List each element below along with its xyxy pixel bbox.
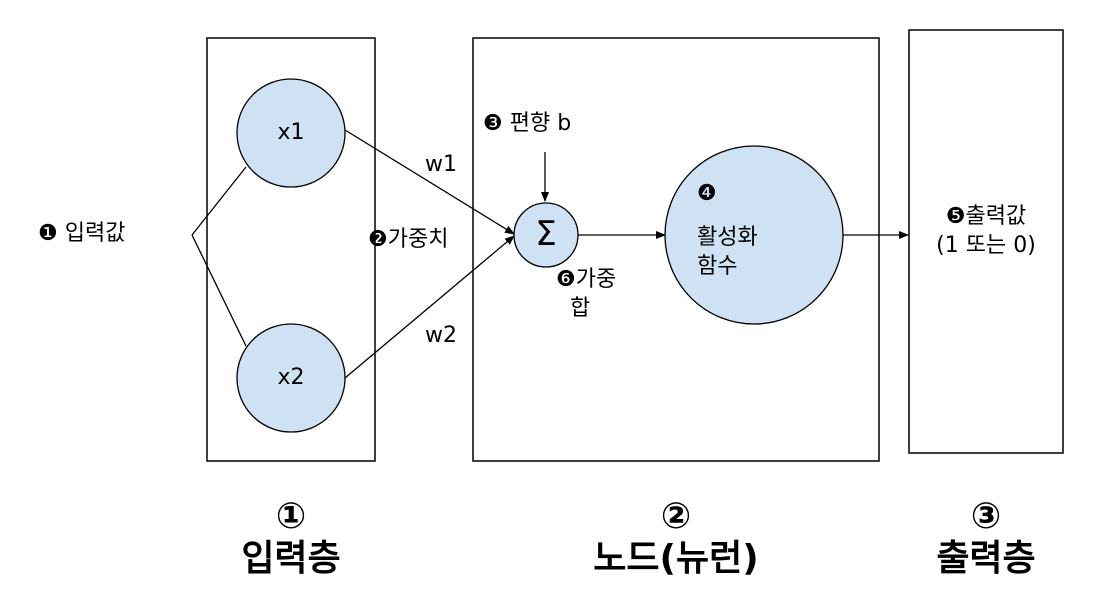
input-line-x1 — [191, 166, 247, 236]
layer-1-number: ① — [275, 496, 307, 537]
weight-label-w1: w1 — [425, 152, 457, 177]
weighted-sum-label-line2: 합 — [570, 296, 591, 321]
output-layer-box — [908, 29, 1064, 454]
activation-label-line2: 함수 — [697, 254, 738, 279]
node-layer-box — [472, 37, 880, 462]
output-label-line1: ❺출력값 — [945, 204, 1027, 229]
weight-arrow-w1 — [344, 129, 515, 235]
input-layer-box — [206, 37, 376, 462]
layer-2-number: ② — [660, 496, 692, 537]
layer-3-name: 출력층 — [936, 538, 1036, 579]
layer-3-number: ③ — [970, 496, 1002, 537]
activation-label-line1: 활성화 — [697, 225, 758, 250]
summation-node — [513, 202, 579, 268]
weighted-sum-label-line1: ❻가중 — [556, 267, 617, 292]
input-value-label: ❶ 입력값 — [38, 221, 126, 246]
input-node-x2 — [236, 323, 346, 433]
input-line-x2 — [191, 234, 247, 347]
summation-symbol: Σ — [535, 214, 557, 254]
layer-1-name: 입력층 — [241, 538, 341, 579]
weight-arrow-w2 — [344, 235, 515, 379]
layer-2-name: 노드(뉴런) — [593, 538, 759, 579]
activation-function-node — [664, 145, 844, 325]
input-node-x1 — [236, 78, 346, 188]
activation-marker: ❹ — [697, 181, 717, 206]
output-label-line2: (1 또는 0) — [936, 233, 1036, 258]
input-node-x1-label: x1 — [277, 120, 305, 145]
input-node-x2-label: x2 — [277, 365, 305, 390]
bias-label: ❸ 편향 b — [483, 111, 572, 136]
weight-marker-label: ❷가중치 — [368, 227, 449, 252]
weight-label-w2: w2 — [425, 323, 457, 348]
